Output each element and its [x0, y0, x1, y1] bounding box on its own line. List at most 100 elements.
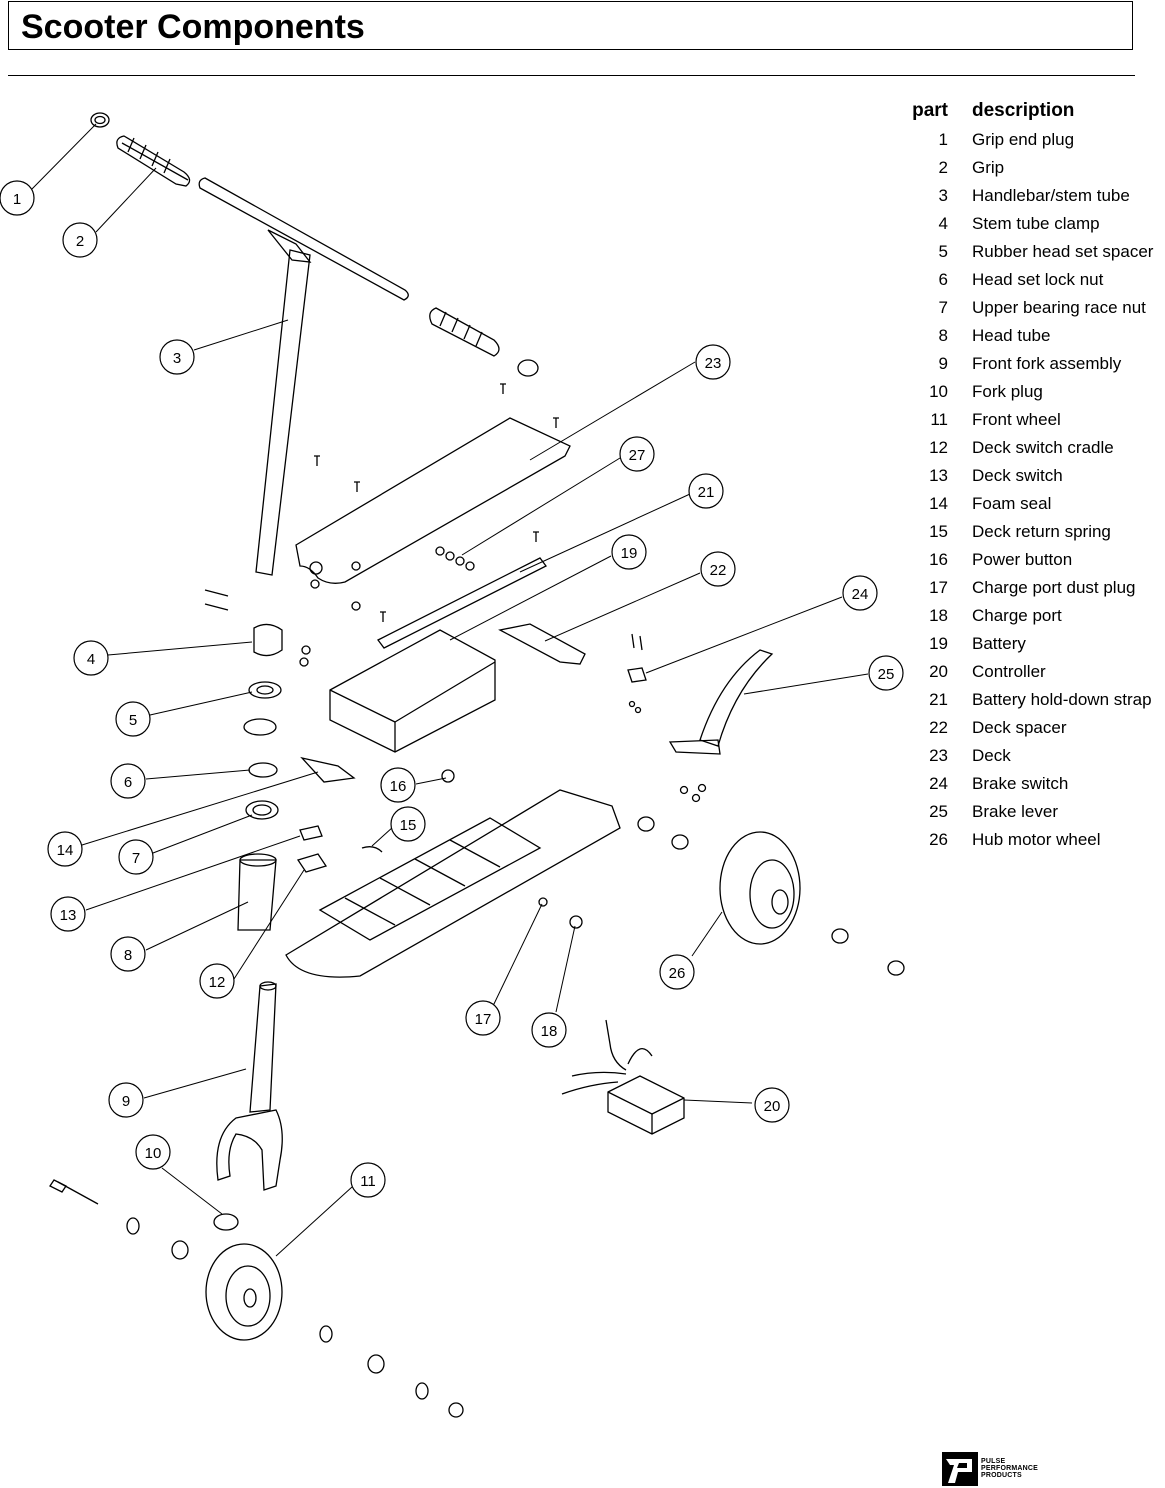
svg-text:21: 21: [698, 484, 715, 501]
callout-4: 4: [73, 640, 109, 676]
exploded-diagram: 1 2 3 4 5 6 7 8 9 10 11 12 13 14 15 16 1…: [0, 112, 905, 1418]
pulse-logo-mark: [942, 1452, 978, 1486]
callout-25: 25: [868, 655, 904, 691]
svg-text:6: 6: [124, 774, 132, 791]
callout-23: 23: [695, 344, 731, 380]
column-header-part: part: [912, 100, 948, 121]
svg-text:4: 4: [87, 651, 95, 668]
title-rule: [8, 75, 1135, 76]
part-description: Head tube: [972, 326, 1051, 345]
part-number: 6: [938, 270, 948, 289]
svg-text:12: 12: [209, 974, 226, 991]
callout-24: 24: [842, 575, 878, 611]
part-number: 22: [929, 718, 948, 737]
part-description: Brake lever: [972, 802, 1058, 821]
part-description: Foam seal: [972, 494, 1052, 513]
part-number: 1: [938, 130, 948, 149]
part-number: 11: [930, 410, 948, 429]
callout-8: 8: [110, 936, 146, 972]
part-number: 15: [929, 522, 948, 541]
callout-27: 27: [619, 436, 655, 472]
svg-text:11: 11: [360, 1173, 376, 1190]
part-number: 14: [929, 494, 948, 513]
table-row: 10 Fork plug: [900, 378, 1165, 406]
callout-2: 2: [62, 222, 98, 258]
part-description: Deck return spring: [972, 522, 1111, 541]
svg-text:16: 16: [390, 778, 407, 795]
callout-17: 17: [465, 1000, 501, 1036]
part-description: Handlebar/stem tube: [972, 186, 1130, 205]
svg-text:7: 7: [132, 850, 140, 867]
part-description: Grip end plug: [972, 130, 1075, 149]
part-description: Front wheel: [972, 410, 1061, 429]
part-number: 4: [938, 214, 948, 233]
part-number: 8: [938, 326, 948, 345]
table-row: 11 Front wheel: [900, 406, 1165, 434]
callout-26: 26: [659, 954, 695, 990]
svg-text:13: 13: [60, 907, 77, 924]
callout-5: 5: [115, 701, 151, 737]
callout-9: 9: [108, 1082, 144, 1118]
callout-3: 3: [159, 339, 195, 375]
part-description: Deck switch: [972, 466, 1063, 485]
table-row: 12 Deck switch cradle: [900, 434, 1165, 462]
svg-text:26: 26: [669, 965, 686, 982]
svg-text:15: 15: [400, 817, 417, 834]
table-row: 8 Head tube: [900, 322, 1165, 350]
column-header-description: description: [972, 100, 1075, 121]
logo-line-1: PULSE: [981, 1458, 1006, 1465]
svg-text:25: 25: [878, 666, 895, 683]
callout-bubbles: 1 2 3 4 5 6 7 8 9 10 11 12 13 14 15 16 1…: [0, 180, 904, 1198]
part-number: 21: [929, 690, 948, 709]
pulse-logo-text: PULSE PERFORMANCE PRODUCTS: [981, 1458, 1038, 1479]
part-description: Fork plug: [972, 382, 1043, 401]
svg-text:18: 18: [541, 1023, 558, 1040]
part-number: 25: [929, 802, 948, 821]
callout-22: 22: [700, 551, 736, 587]
callout-15: 15: [390, 806, 426, 842]
svg-text:24: 24: [852, 586, 869, 603]
right-grip-drawing: [429, 307, 500, 357]
logo-line-3: PRODUCTS: [981, 1472, 1022, 1479]
table-row: 13 Deck switch: [900, 462, 1165, 490]
part-description: Rubber head set spacer: [972, 242, 1154, 261]
leader-lines: [30, 123, 869, 1257]
svg-text:2: 2: [76, 233, 84, 250]
part-description: Deck switch cradle: [972, 438, 1114, 457]
svg-text:23: 23: [705, 355, 722, 372]
part-number: 9: [938, 354, 948, 373]
callout-10: 10: [135, 1134, 171, 1170]
part-description: Upper bearing race nut: [972, 298, 1146, 317]
part-number: 13: [929, 466, 948, 485]
part-number: 17: [929, 578, 948, 597]
svg-text:10: 10: [145, 1145, 162, 1162]
part-description: Battery: [972, 634, 1026, 653]
pulse-logo: PULSE PERFORMANCE PRODUCTS: [942, 1452, 1042, 1486]
page-title: Scooter Components: [21, 8, 365, 46]
callout-20: 20: [754, 1087, 790, 1123]
part-number: 10: [929, 382, 948, 401]
svg-text:5: 5: [129, 712, 137, 729]
left-grip-drawing: [116, 135, 191, 187]
svg-text:3: 3: [173, 350, 181, 367]
svg-text:14: 14: [57, 842, 74, 859]
table-row: 1 Grip end plug: [900, 126, 1165, 154]
part-number: 12: [929, 438, 948, 457]
table-row: 14 Foam seal: [900, 490, 1165, 518]
callout-19: 19: [611, 534, 647, 570]
part-number: 16: [929, 550, 948, 569]
